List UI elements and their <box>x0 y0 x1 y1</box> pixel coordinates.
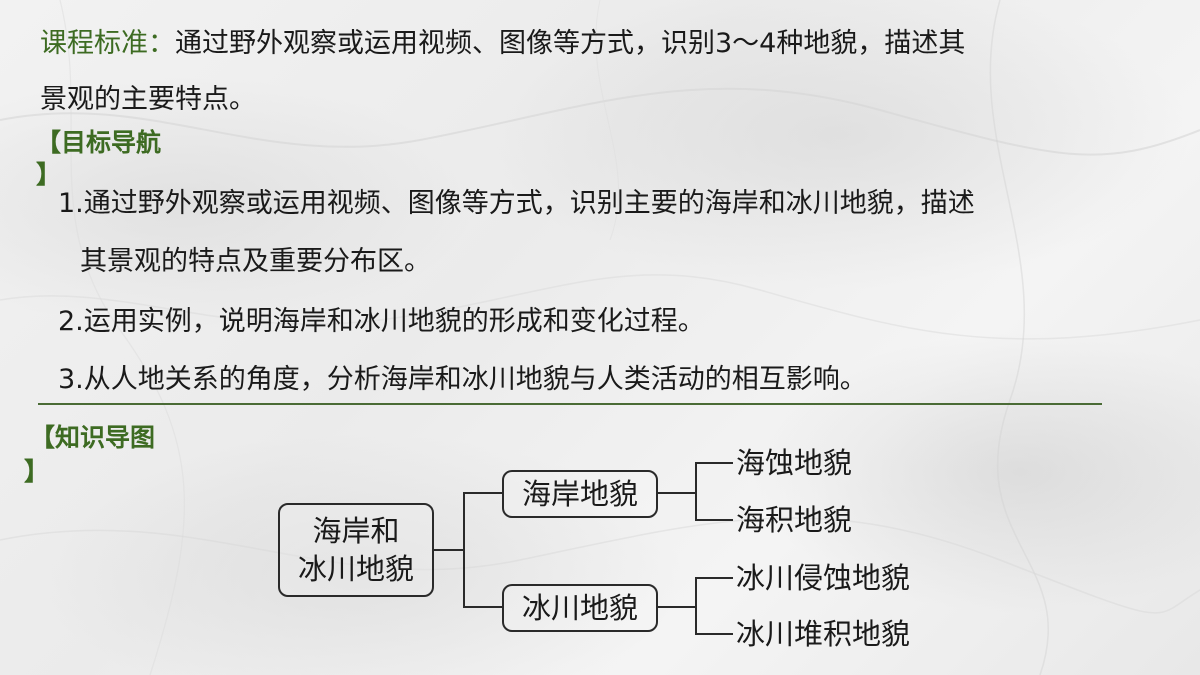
map-root-node: 海岸和 冰川地貌 <box>278 503 434 597</box>
connector-glacial-leaf1 <box>695 577 733 579</box>
map-branch-glacial: 冰川地貌 <box>502 584 658 632</box>
curriculum-standard-line2: 景观的主要特点。 <box>40 84 256 115</box>
map-leaf-glacial-deposition: 冰川堆积地貌 <box>736 617 911 651</box>
connector-coastal-out <box>658 492 696 494</box>
connector-glacial-vertical <box>695 577 697 635</box>
connector-to-coastal <box>463 492 503 494</box>
connector-to-glacial <box>463 606 503 608</box>
knowledge-map-heading: 【知识导图 <box>30 423 156 452</box>
goal-item-3: 3.从人地关系的角度，分析海岸和冰川地貌与人类活动的相互影响。 <box>58 364 867 395</box>
connector-coastal-leaf2 <box>695 519 733 521</box>
connector-coastal-leaf1 <box>695 462 733 464</box>
curriculum-standard-line1: 课程标准：通过野外观察或运用视频、图像等方式，识别3～4种地貌，描述其 <box>40 26 965 62</box>
section-divider <box>38 403 1102 405</box>
connector-glacial-out <box>658 606 696 608</box>
goals-heading-bracket: 】 <box>36 160 62 189</box>
map-leaf-marine-erosion: 海蚀地貌 <box>736 446 853 480</box>
connector-coastal-vertical <box>695 462 697 521</box>
map-leaf-marine-deposition: 海积地貌 <box>736 503 853 537</box>
curriculum-standard-text: 通过野外观察或运用视频、图像等方式，识别3～4种地貌，描述其 <box>175 28 966 59</box>
goal-item-1-line2: 其景观的特点及重要分布区。 <box>80 246 431 277</box>
map-root-label-line2: 冰川地貌 <box>297 552 414 586</box>
map-leaf-glacial-erosion: 冰川侵蚀地貌 <box>736 561 911 595</box>
goal-item-2: 2.运用实例，说明海岸和冰川地貌的形成和变化过程。 <box>58 306 705 337</box>
map-root-label-line1: 海岸和 <box>312 514 400 548</box>
connector-glacial-leaf2 <box>695 633 733 635</box>
goal-item-1-line1: 1.通过野外观察或运用视频、图像等方式，识别主要的海岸和冰川地貌，描述 <box>58 188 975 219</box>
connector-root-out <box>434 549 464 551</box>
knowledge-map-heading-bracket: 】 <box>24 457 50 486</box>
map-branch-coastal: 海岸地貌 <box>502 470 658 518</box>
curriculum-standard-label: 课程标准： <box>40 28 175 59</box>
connector-root-vertical <box>463 492 465 607</box>
goals-heading: 【目标导航 <box>36 128 162 157</box>
